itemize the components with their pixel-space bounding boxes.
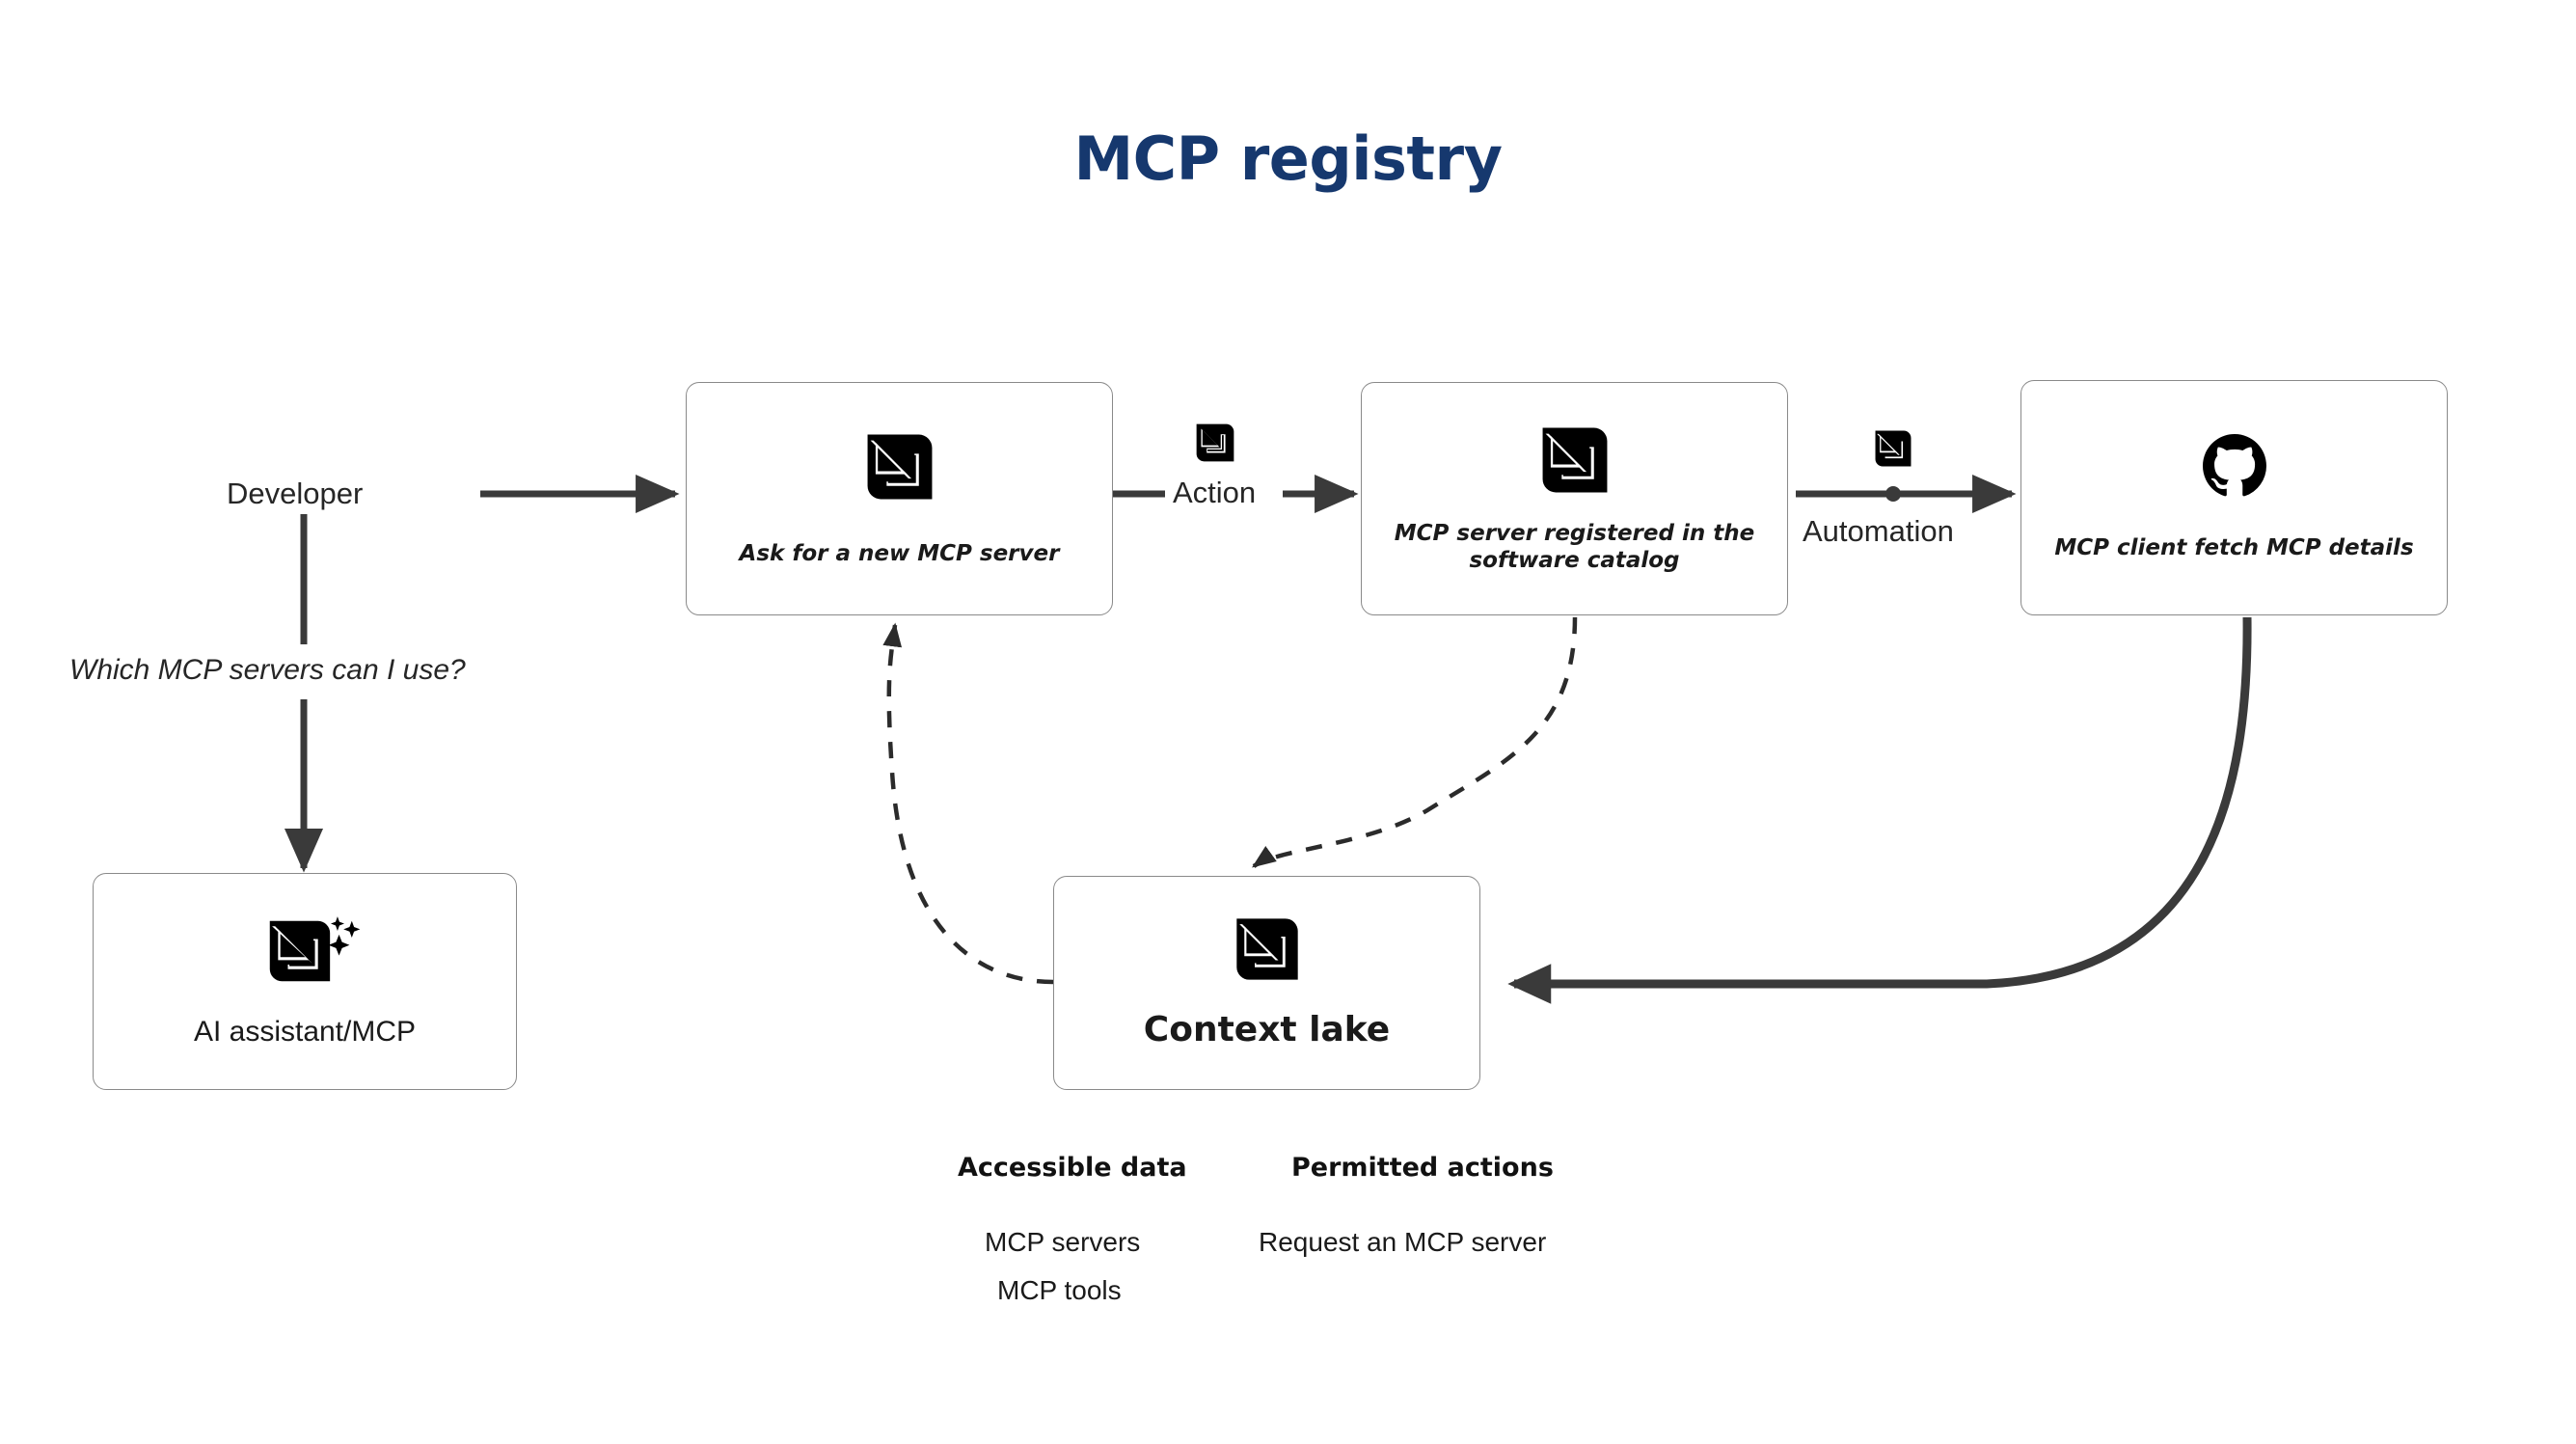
- node-mcp-client-fetch[interactable]: MCP client fetch MCP details: [2020, 380, 2448, 615]
- page-title: MCP registry: [1073, 123, 1503, 194]
- edge-client-to-lake: [1507, 616, 2252, 1004]
- node-label: MCP server registered in the software ca…: [1394, 521, 1755, 573]
- mcp-sparkle-icon: [265, 913, 362, 994]
- mcp-icon: [863, 430, 936, 508]
- mcp-icon: [1194, 422, 1236, 464]
- node-context-lake[interactable]: Context lake: [1053, 876, 1480, 1090]
- node-registered-catalog[interactable]: MCP server registered in the software ca…: [1361, 382, 1788, 615]
- node-label: AI assistant/MCP: [193, 1016, 417, 1049]
- mcp-icon: [1538, 423, 1612, 502]
- node-label: MCP client fetch MCP details: [2054, 534, 2414, 560]
- legend-item: Request an MCP server: [1259, 1227, 1547, 1257]
- github-icon: [2202, 433, 2266, 503]
- edge-label-automation: Automation: [1803, 514, 1954, 548]
- legend-heading-permitted-actions: Permitted actions: [1291, 1153, 1554, 1183]
- mcp-icon: [1233, 914, 1302, 989]
- developer-label: Developer: [227, 477, 364, 510]
- node-label: Context lake: [1143, 1010, 1391, 1050]
- legend-heading-accessible-data: Accessible data: [958, 1153, 1187, 1183]
- legend-item: MCP tools: [997, 1275, 1122, 1305]
- node-ask-new-server[interactable]: Ask for a new MCP server: [686, 382, 1113, 615]
- node-label: Ask for a new MCP server: [739, 540, 1060, 566]
- edge-registered-to-client: [1796, 474, 2017, 514]
- edge-registered-to-lake: [1251, 616, 1578, 868]
- mcp-icon: [1873, 428, 1913, 469]
- node-ai-assistant[interactable]: AI assistant/MCP: [93, 873, 517, 1090]
- legend-item: MCP servers: [985, 1227, 1141, 1257]
- edge-label-action: Action: [1173, 476, 1257, 509]
- developer-question: Which MCP servers can I use?: [69, 654, 466, 686]
- edge-lake-to-ask: [882, 622, 1054, 985]
